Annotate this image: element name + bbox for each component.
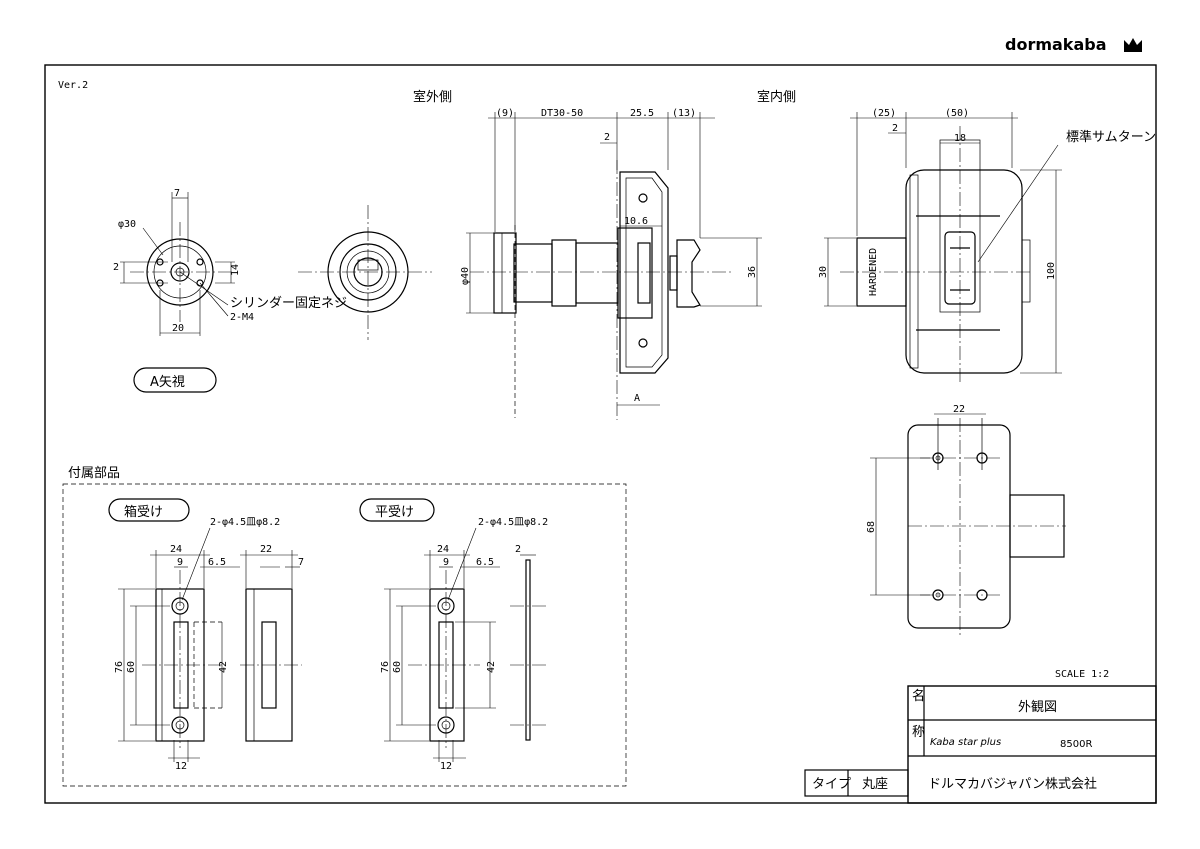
holes-note-box: 2-φ4.5皿φ8.2 <box>210 517 280 528</box>
flat-strike-side <box>510 559 546 741</box>
dim-9: (9) <box>496 108 514 119</box>
dim-30: 30 <box>818 266 829 278</box>
dim-2-indoor: 2 <box>892 123 898 134</box>
dim-18: 18 <box>954 133 966 144</box>
dim-7-box: 7 <box>298 557 304 568</box>
outdoor-side-heading: 室外側 <box>413 89 452 105</box>
product-model: 8500R <box>1060 739 1092 750</box>
dim-10-6: 10.6 <box>624 216 648 227</box>
name-label-2: 称 <box>912 725 925 740</box>
box-strike-dims <box>118 527 300 762</box>
dim-6-5-flat: 6.5 <box>476 557 494 568</box>
cylinder-screw-note: シリンダー固定ネジ <box>230 296 347 311</box>
m4-note: 2-M4 <box>230 312 254 323</box>
brand-logo: dormakaba <box>1005 35 1107 54</box>
dim-phi30: φ30 <box>118 219 136 230</box>
dim-50: (50) <box>945 108 969 119</box>
front-view-cylinder <box>298 205 432 340</box>
flat-strike-label: 平受け <box>375 505 414 520</box>
product-prefix: Kaba star plus <box>930 737 1001 748</box>
title-block <box>804 685 1157 804</box>
box-strike-label-box <box>108 498 190 522</box>
dim-9-flat: 9 <box>443 557 449 568</box>
dim-14: 14 <box>230 264 241 276</box>
dim-76-flat: 76 <box>380 661 391 673</box>
a-view-label: A矢視 <box>150 375 185 390</box>
dim-25: (25) <box>872 108 896 119</box>
case-back-dims <box>870 413 986 596</box>
dim-12-flat: 12 <box>440 761 452 772</box>
side-view-lock <box>470 160 732 420</box>
box-strike-side <box>240 588 302 742</box>
a-view-rose <box>130 222 232 322</box>
dim-36: 36 <box>747 266 758 278</box>
dim-2-flat: 2 <box>515 544 521 555</box>
brand-crown-icon <box>1124 38 1142 52</box>
dim-9-box: 9 <box>177 557 183 568</box>
accessories-frame <box>62 483 627 787</box>
flat-strike-front <box>408 570 480 748</box>
version-label: Ver.2 <box>58 80 88 91</box>
dim-100: 100 <box>1046 262 1057 280</box>
name-label-1: 名 <box>912 688 925 704</box>
arrow-a-letter: A <box>634 393 640 404</box>
dim-22-box: 22 <box>260 544 272 555</box>
a-view-label-box <box>133 367 217 393</box>
dim-7: 7 <box>174 188 180 199</box>
dim-68: 68 <box>866 521 877 533</box>
scale-label: SCALE 1:2 <box>1055 669 1109 680</box>
indoor-view-dims <box>824 112 1062 374</box>
dim-20: 20 <box>172 323 184 334</box>
box-strike-label: 箱受け <box>124 504 163 520</box>
type-label: タイプ <box>812 777 851 792</box>
dim-12-box: 12 <box>175 761 187 772</box>
side-view-dims <box>466 112 762 406</box>
dim-60-flat: 60 <box>392 661 403 673</box>
drawing-name: 外観図 <box>1018 700 1057 715</box>
a-view-dims <box>120 192 235 336</box>
case-back-view <box>907 418 1066 636</box>
sheet-border <box>44 64 1157 804</box>
box-strike-front <box>142 570 224 748</box>
dim-phi40: φ40 <box>460 267 471 285</box>
dim-22: 22 <box>953 404 965 415</box>
thumbturn-note: 標準サムターン <box>1066 129 1156 145</box>
indoor-side-heading: 室内側 <box>757 89 796 105</box>
dim-2-side: 2 <box>604 132 610 143</box>
hardened-mark: HARDENED <box>868 248 879 296</box>
dim-2: 2 <box>113 262 119 273</box>
dim-13: (13) <box>672 108 696 119</box>
dim-42-flat: 42 <box>486 661 497 673</box>
flat-strike-label-box <box>359 498 435 522</box>
company-name: ドルマカバジャパン株式会社 <box>928 776 1097 792</box>
indoor-view-case <box>840 126 1031 382</box>
holes-note-flat: 2-φ4.5皿φ8.2 <box>478 517 548 528</box>
dim-60-box: 60 <box>126 661 137 673</box>
dim-dt30-50: DT30-50 <box>541 108 583 119</box>
type-value: 丸座 <box>862 777 888 792</box>
flat-strike-dims <box>384 527 536 762</box>
dim-76-box: 76 <box>114 661 125 673</box>
dim-24-box: 24 <box>170 544 182 555</box>
accessories-title: 付属部品 <box>68 466 120 481</box>
dim-24-flat: 24 <box>437 544 449 555</box>
dim-25-5: 25.5 <box>630 108 654 119</box>
dim-6-5-box: 6.5 <box>208 557 226 568</box>
dim-42-box: 42 <box>218 661 229 673</box>
